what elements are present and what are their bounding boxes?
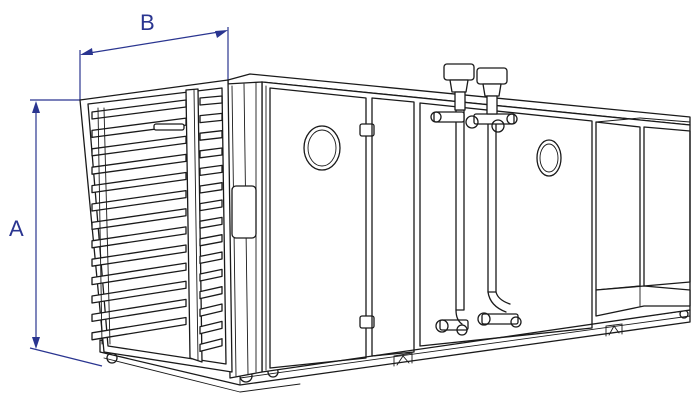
dimension-b: B	[79, 10, 229, 100]
louver-blade	[199, 216, 223, 229]
louver-divider	[185, 88, 203, 363]
louver-blade	[199, 234, 223, 247]
louver-blade	[91, 226, 187, 249]
inspection-window-2	[536, 139, 562, 177]
louver-blade	[91, 189, 187, 212]
inspection-window-1	[303, 125, 341, 171]
dimension-a-arrow-top	[32, 101, 40, 113]
pipe-supply	[455, 109, 465, 311]
louver-blade	[91, 298, 187, 323]
louver-blade	[91, 316, 187, 341]
louver-blade	[199, 112, 223, 124]
door-panel-2	[371, 97, 415, 357]
louver-blade	[199, 303, 223, 317]
louver-blade	[91, 280, 187, 304]
louver-blade	[91, 262, 187, 286]
control-valve-2	[476, 67, 508, 115]
louver-blade	[199, 251, 223, 265]
louver-blade	[199, 338, 223, 353]
dimension-a: A	[9, 99, 103, 367]
dimension-b-arrow-left	[80, 48, 93, 55]
louver-section	[79, 79, 263, 379]
louver-blades-right	[199, 95, 223, 353]
louver-blade	[91, 208, 187, 231]
louver-blade	[91, 244, 187, 267]
dimension-b-line	[82, 30, 226, 55]
dimension-a-arrow-bottom	[32, 337, 40, 349]
dimension-b-arrow-right	[215, 30, 228, 38]
piping	[430, 63, 522, 336]
louver-blade	[199, 147, 223, 159]
dimension-a-label: A	[9, 216, 24, 241]
coil-panel	[419, 102, 593, 347]
pipe-return	[487, 111, 497, 293]
louver-blade	[199, 182, 223, 194]
louver-blade	[91, 135, 187, 157]
door-panel-1	[269, 87, 367, 369]
door-handle-upper	[359, 123, 375, 137]
louver-blade	[91, 153, 187, 175]
base-bracket	[393, 323, 623, 367]
louver-blade	[91, 171, 187, 194]
dimension-b-label: B	[140, 10, 155, 35]
louver-blades-left	[91, 99, 187, 341]
louver-blade	[199, 130, 223, 141]
damper-linkage	[153, 123, 185, 131]
end-panel-2	[643, 126, 691, 287]
door-handle-lower	[359, 315, 375, 329]
louver-blade	[199, 268, 223, 282]
louver-blade	[199, 164, 223, 177]
louver-blade	[91, 117, 187, 139]
end-panel-base	[595, 285, 691, 317]
louver-blade	[91, 99, 187, 120]
side-door-handle	[231, 185, 257, 239]
louver-blade	[199, 286, 223, 300]
dimension-a-extension-bottom	[29, 347, 103, 367]
control-valve-1	[443, 63, 475, 111]
louver-blade	[199, 95, 223, 106]
louver-blade	[199, 320, 223, 335]
louver-blade	[199, 199, 223, 212]
